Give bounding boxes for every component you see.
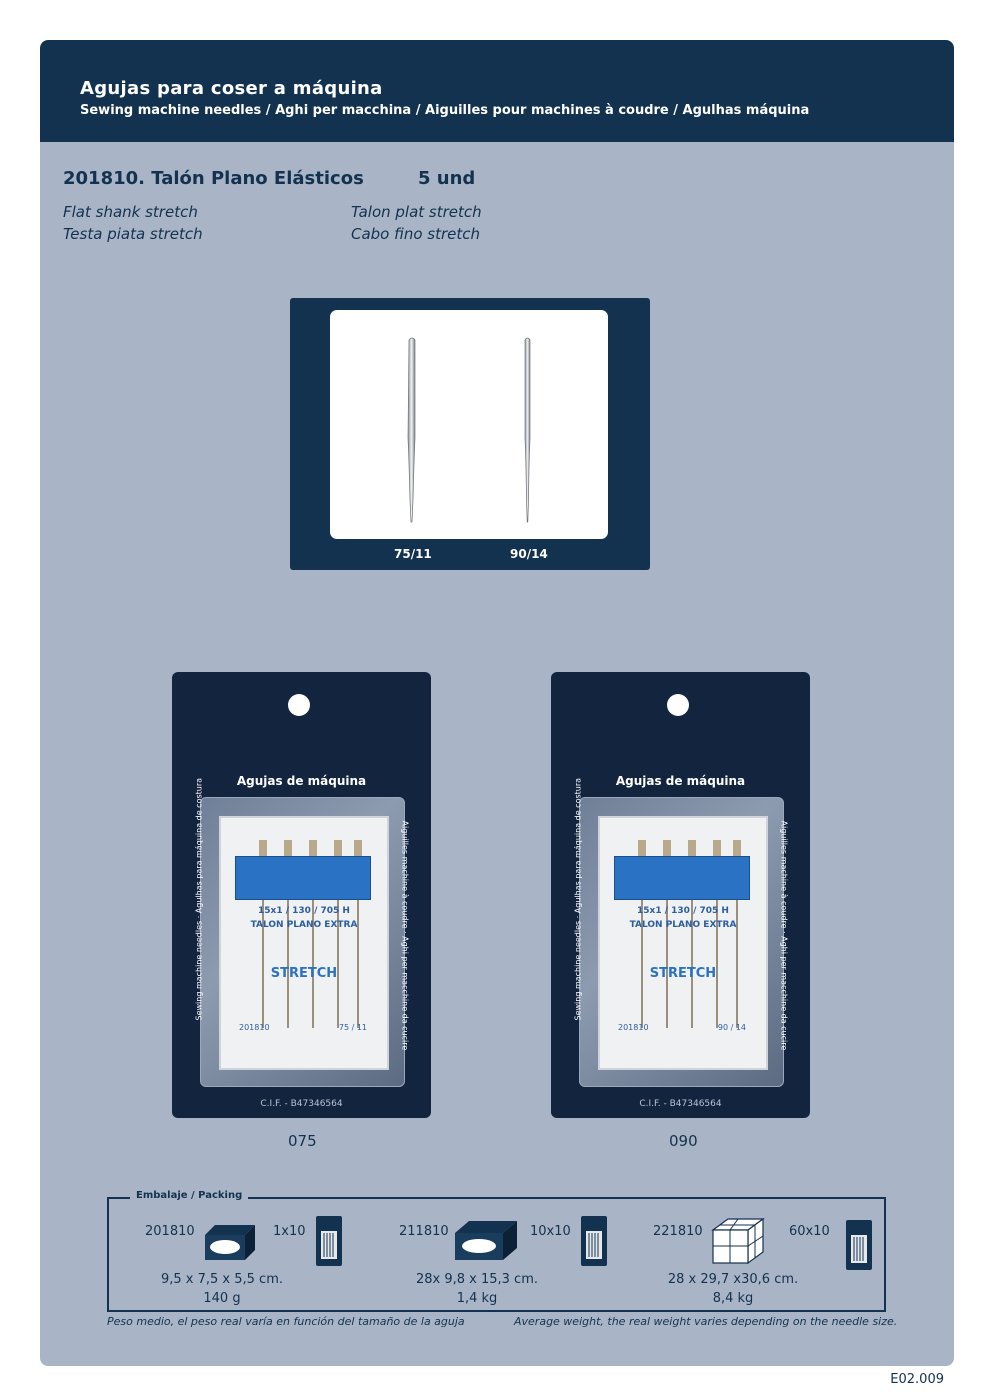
needle-box: 15x1 / 130 / 705 H TALON PLANO EXTRA STR… xyxy=(219,816,389,1070)
packing-dims: 28 x 29,7 x30,6 cm. xyxy=(667,1272,799,1287)
blue-label xyxy=(235,856,371,900)
small-box-icon xyxy=(205,1225,255,1260)
packing-weight: 8,4 kg xyxy=(712,1291,754,1306)
needle-card-icon xyxy=(846,1220,872,1270)
translation-en: Flat shank stretch xyxy=(63,203,198,221)
catalog-title: Agujas para coser a máquina xyxy=(80,78,383,99)
packing-units: 60x10 xyxy=(789,1224,830,1239)
packing-weight: 140 g xyxy=(203,1291,241,1306)
needle-size-label: 75/11 xyxy=(394,547,432,561)
page-number: E02.009 xyxy=(890,1372,944,1387)
translation-ro: Testa piata stretch xyxy=(63,225,203,243)
needle-card-icon xyxy=(316,1216,342,1266)
box-ref: 201810 xyxy=(239,1023,270,1032)
product-name: 201810. Talón Plano Elásticos xyxy=(63,168,364,189)
cif-number: C.I.F. - B47346564 xyxy=(639,1099,722,1109)
needle-size-label: 90/14 xyxy=(510,547,548,561)
card-brand-title: Agujas de máquina xyxy=(615,774,746,788)
packing-box xyxy=(107,1197,886,1312)
box-size: 90 / 14 xyxy=(717,1023,746,1032)
packing-legend: Embalaje / Packing xyxy=(130,1190,249,1201)
needle-type: TALON PLANO EXTRA xyxy=(250,920,358,930)
needle-card-icon xyxy=(581,1216,607,1266)
stretch-label: STRETCH xyxy=(649,966,717,981)
box-ref: 201810 xyxy=(618,1023,649,1032)
catalog-subtitle: Sewing machine needles / Aghi per macchi… xyxy=(80,103,810,118)
box-size: 75 / 11 xyxy=(338,1023,367,1032)
medium-box-icon xyxy=(455,1221,517,1260)
product-card: Agujas de máquina 15x1 / 130 / 705 H TAL… xyxy=(172,672,431,1118)
blister-pack: 15x1 / 130 / 705 H TALON PLANO EXTRA STR… xyxy=(200,797,405,1087)
needle-illustration xyxy=(407,337,531,523)
card-code: 090 xyxy=(669,1132,698,1150)
translation-pt: Cabo fino stretch xyxy=(351,225,481,243)
card-side-text: Aiguilles machine à coudre · Aghi per ma… xyxy=(779,820,789,1051)
catalog-sheet: Agujas para coser a máquina Sewing machi… xyxy=(40,40,954,1366)
needle-photo xyxy=(330,310,608,539)
packing-code: 201810 xyxy=(145,1224,195,1239)
packing-units: 1x10 xyxy=(273,1224,306,1239)
needle-spec: 15x1 / 130 / 705 H xyxy=(258,906,350,916)
needle-spec: 15x1 / 130 / 705 H xyxy=(637,906,729,916)
needle-type: TALON PLANO EXTRA xyxy=(629,920,737,930)
needle-75-icon xyxy=(407,337,416,523)
translation-fr: Talon plat stretch xyxy=(351,203,482,221)
packing-code: 211810 xyxy=(399,1224,449,1239)
cif-number: C.I.F. - B47346564 xyxy=(260,1099,343,1109)
weight-note-es: Peso medio, el peso real varía en funció… xyxy=(107,1315,465,1328)
packing-code: 221810 xyxy=(653,1224,703,1239)
product-quantity: 5 und xyxy=(418,168,476,189)
packing-units: 10x10 xyxy=(530,1224,571,1239)
catalog-header: Agujas para coser a máquina Sewing machi… xyxy=(40,40,954,142)
stretch-label: STRETCH xyxy=(270,966,338,981)
card-side-text: Aiguilles machine à coudre · Aghi per ma… xyxy=(400,820,410,1051)
hang-hole xyxy=(667,694,689,716)
weight-note-en: Average weight, the real weight varies d… xyxy=(514,1315,898,1328)
packing-dims: 9,5 x 7,5 x 5,5 cm. xyxy=(160,1272,283,1287)
blister-pack: 15x1 / 130 / 705 H TALON PLANO EXTRA STR… xyxy=(579,797,784,1087)
card-side-text: Sewing machine needles · Agulhas para má… xyxy=(573,777,583,1021)
card-code: 075 xyxy=(288,1132,317,1150)
blue-label xyxy=(614,856,750,900)
needle-photo-panel: 75/11 90/14 xyxy=(290,298,650,570)
packing-dims: 28x 9,8 x 15,3 cm. xyxy=(415,1272,539,1287)
product-card: Agujas de máquina 15x1 / 130 / 705 H TAL… xyxy=(551,672,810,1118)
card-side-text: Sewing machine needles · Agulhas para má… xyxy=(194,777,204,1021)
card-brand-title: Agujas de máquina xyxy=(236,774,367,788)
needle-90-icon xyxy=(524,337,531,523)
carton-box-icon xyxy=(711,1217,765,1265)
needle-box: 15x1 / 130 / 705 H TALON PLANO EXTRA STR… xyxy=(598,816,768,1070)
packing-weight: 1,4 kg xyxy=(456,1291,498,1306)
hang-hole xyxy=(288,694,310,716)
